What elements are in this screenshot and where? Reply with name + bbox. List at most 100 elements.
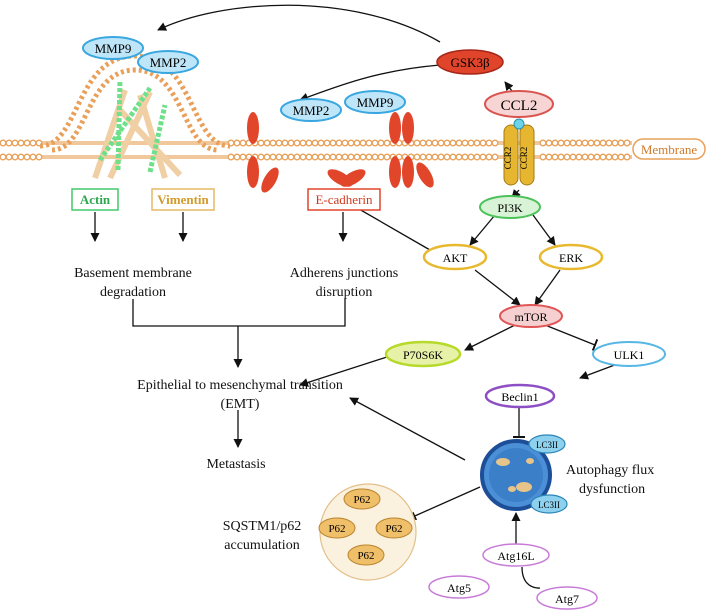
- metastasis-label: Metastasis: [206, 457, 265, 472]
- lipid-head: [305, 139, 313, 147]
- lipid-head: [485, 153, 493, 161]
- lipid-head: [263, 139, 271, 147]
- lipid-head: [569, 153, 577, 161]
- p62-node-4: P62: [347, 544, 385, 566]
- dysfunction-label: dysfunction: [579, 482, 645, 497]
- p62-node-1: P62: [343, 488, 381, 510]
- lipid-head: [419, 139, 427, 147]
- lipid-head: [431, 153, 439, 161]
- lipid-head: [449, 153, 457, 161]
- lipid-head: [575, 139, 583, 147]
- lipid-head: [353, 153, 361, 161]
- membrane-bilayer: [0, 139, 632, 161]
- lipid-head: [563, 153, 571, 161]
- lipid-head: [317, 139, 325, 147]
- lipid-head: [347, 139, 355, 147]
- mmp9-mid-node: MMP9: [344, 90, 406, 114]
- lipid-head: [485, 139, 493, 147]
- emt-label: Epithelial to mesenchymal transition: [137, 378, 343, 393]
- lipid-head: [287, 139, 295, 147]
- gsk3b-label: GSK3β: [450, 55, 490, 70]
- mmp2-mid-node: MMP2: [280, 98, 342, 122]
- lipid-head: [341, 153, 349, 161]
- lipid-head: [443, 153, 451, 161]
- lipid-head: [581, 139, 589, 147]
- lipid-head: [227, 153, 235, 161]
- cytoskeleton-filaments: [92, 79, 183, 180]
- mtor-node: mTOR: [499, 304, 563, 328]
- lipid-head: [335, 153, 343, 161]
- lipid-head: [323, 139, 331, 147]
- ulk1-label: ULK1: [614, 348, 645, 362]
- lipid-head: [287, 153, 295, 161]
- lipid-head: [5, 153, 13, 161]
- lipid-head: [323, 153, 331, 161]
- lipid-head: [593, 139, 601, 147]
- lipid-head: [467, 153, 475, 161]
- mtor-label: mTOR: [514, 310, 547, 324]
- lipid-head: [581, 153, 589, 161]
- lipid-head: [491, 153, 499, 161]
- ccr2-receptor: CCR2 CCR2: [503, 118, 535, 186]
- akt-node: AKT: [422, 243, 488, 271]
- lipid-head: [569, 139, 577, 147]
- membrane-label-box: Membrane: [632, 138, 706, 160]
- mmp9-mid-label: MMP9: [357, 95, 394, 110]
- atg7-node: Atg7: [536, 586, 598, 610]
- ecadherin-box: E-cadherin: [307, 188, 381, 211]
- degradation-label: degradation: [100, 285, 166, 300]
- lipid-head: [5, 139, 13, 147]
- lipid-head: [467, 139, 475, 147]
- lipid-head: [293, 139, 301, 147]
- actin-label: Actin: [80, 192, 111, 207]
- lipid-head: [623, 139, 631, 147]
- beclin1-label: Beclin1: [501, 390, 538, 404]
- lipid-head: [239, 153, 247, 161]
- lipid-head: [239, 139, 247, 147]
- p62-label-1: P62: [353, 494, 370, 506]
- mmp9-top-label: MMP9: [95, 41, 132, 56]
- lipid-head: [425, 153, 433, 161]
- ulk1-node: ULK1: [592, 341, 666, 367]
- lipid-head: [455, 139, 463, 147]
- outcome-labels: Basement membrane degradation Adherens j…: [74, 266, 654, 553]
- lipid-head: [329, 153, 337, 161]
- lipid-head: [383, 153, 391, 161]
- ccl2-node: CCL2: [484, 90, 554, 118]
- emt-abbrev-label: (EMT): [221, 397, 260, 412]
- p70s6k-node: P70S6K: [384, 340, 462, 368]
- ccr2-label-b: CCR2: [519, 147, 529, 170]
- lipid-head: [599, 153, 607, 161]
- lipid-head: [17, 153, 25, 161]
- lipid-head: [317, 153, 325, 161]
- lipid-head: [0, 153, 7, 161]
- lipid-head: [299, 139, 307, 147]
- lipid-head: [257, 139, 265, 147]
- lc3ii-bottom-label: LC3II: [538, 500, 560, 510]
- lipid-head: [449, 139, 457, 147]
- ccl2-label: CCL2: [501, 98, 538, 114]
- lipid-head: [599, 139, 607, 147]
- lipid-head: [281, 153, 289, 161]
- lipid-head: [29, 153, 37, 161]
- mmp9-top-node: MMP9: [82, 36, 144, 60]
- lipid-head: [329, 139, 337, 147]
- atg16l-node: Atg16L: [482, 543, 550, 567]
- lipid-head: [473, 139, 481, 147]
- sqstm1-label: SQSTM1/p62: [223, 519, 302, 534]
- lipid-head: [587, 153, 595, 161]
- lipid-head: [275, 153, 283, 161]
- basement-membrane-label: Basement membrane: [74, 266, 192, 281]
- atg5-label: Atg5: [447, 581, 471, 595]
- lipid-head: [461, 153, 469, 161]
- lipid-head: [233, 153, 241, 161]
- lipid-head: [443, 139, 451, 147]
- lipid-head: [593, 153, 601, 161]
- lipid-head: [335, 139, 343, 147]
- vimentin-label: Vimentin: [157, 192, 209, 207]
- lipid-head: [413, 139, 421, 147]
- lipid-head: [587, 139, 595, 147]
- p62-node-3: P62: [375, 517, 413, 539]
- membrane-dome: [39, 53, 231, 153]
- erk-label: ERK: [559, 251, 583, 265]
